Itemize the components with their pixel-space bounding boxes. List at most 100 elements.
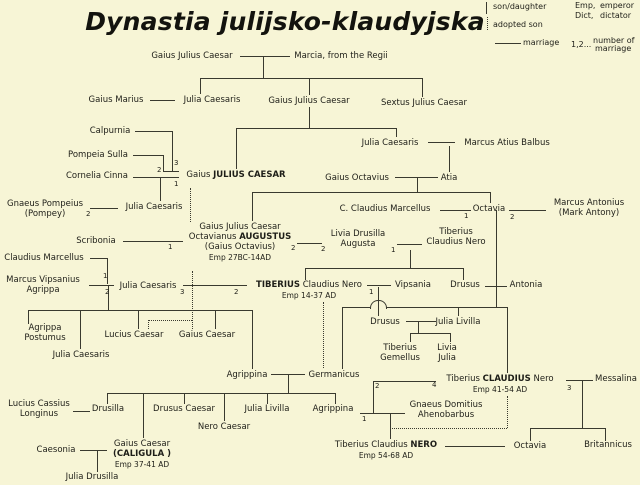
emperor-caption: Emp 14-37 AD [281,291,337,300]
person-name-line: Livia Drusilla [330,229,386,239]
connector-line [240,56,290,57]
person-caesonia: Caesonia [37,445,76,455]
legend-son-daughter-label: son/daughter [493,2,547,11]
person-name-line: Claudius Marcellus [4,253,84,263]
person-name-line: Agrippina [312,404,354,414]
connector-line [305,268,463,269]
person-name-line: Gaius Octavius [325,173,389,183]
connector-line [89,285,114,286]
person-name-line: Gaius Marius [88,95,144,105]
person-gaius-julius-caesar-i: Gaius Julius Caesar [151,51,232,61]
person-name-line: Julia Drusilla [65,472,119,482]
connector-line [163,155,164,171]
marriage-number: 2 [105,288,110,296]
person-name-line: Octavia [472,204,506,214]
person-name-line: Gaius Julius Caesar [151,51,233,61]
connector-line [200,78,201,94]
person-name-line: Cornelia Cinna [65,171,129,181]
person-sextus-julius-caesar: Sextus Julius Caesar [381,98,467,108]
connector-line [410,333,411,342]
person-atia: Atia [441,173,458,183]
connector-line [566,380,593,381]
legend-dict-word: dictator [600,11,632,20]
person-name-line: (CALIGULA ) [113,449,171,459]
connector-line [135,131,172,132]
adoption-line [148,320,149,329]
connector-line [378,287,379,316]
person-name-line: Gaius Julius Caesar [199,222,281,232]
connector-line [458,307,459,316]
person-name-line: Vipsania [395,280,431,290]
person-julia-caesaris-iv: Julia Caesaris [120,281,177,291]
marriage-number: 1 [168,243,173,251]
connector-line [143,393,144,438]
person-name-line: Messalina [595,374,637,384]
marriage-number: 1 [362,415,367,423]
person-name-line: Gnaeus Pompeius [6,199,84,209]
connector-line [496,210,497,308]
person-drusus-caesar: Drusus Caesar [153,404,215,414]
person-agrippina-elder: Agrippina [227,370,268,380]
connector-line [108,285,109,310]
person-marcus-antonius: Marcus Antonius(Mark Antony) [554,198,624,218]
person-name-line: Postumus [24,333,66,343]
person-name-line: Julia Caesaris [361,138,419,148]
connector-line [530,428,531,441]
person-name-line: C. Claudius Marcellus [339,204,431,214]
connector-line [417,177,418,192]
legend-number-word1: number of [593,36,635,45]
connector-line [463,268,464,280]
person-name-line: Nero Caesar [197,422,251,432]
connector-line [485,286,507,287]
adoption-line [507,396,508,428]
person-gaius-caesar: Gaius Caesar [179,330,235,340]
connector-line [509,210,546,211]
connector-line [183,285,247,286]
person-name-line: Marcus Antonius [553,198,625,208]
person-gaius-marius: Gaius Marius [89,95,144,105]
person-agrippina-younger: Agrippina [313,404,354,414]
marriage-number: 2 [86,210,91,218]
person-name-line: Drusilla [91,404,125,414]
person-name-line: Gnaeus Domitius [409,400,483,410]
person-caligula: Gaius Caesar(CALIGULA )Emp 37-41 AD [113,439,171,469]
connector-line [90,258,107,259]
connector-line [150,100,175,101]
connector-line [28,310,252,311]
person-name-line: Julia Caesaris [119,281,177,291]
person-drusilla: Drusilla [92,404,124,414]
person-name-line: Lucius Cassius [8,399,70,409]
person-name-line: Claudius Nero [426,237,486,247]
connector-line [390,413,391,439]
person-name-line: Scribonia [76,236,116,246]
person-name-line: Longinus [19,409,59,419]
marriage-number: 2 [157,166,162,174]
person-octavia: Octavia [473,204,506,214]
connector-line [80,310,81,349]
connector-line [73,411,90,412]
person-name-line: Gemellus [380,353,420,363]
person-lucius-caesar: Lucius Caesar [104,330,163,340]
person-name-line: Julia Caesaris [125,202,183,212]
person-name-line: Lucius Caesar [104,330,164,340]
connector-line [288,374,289,393]
person-marcus-atius-balbus: Marcus Atius Balbus [464,138,550,148]
connector-line [252,310,253,369]
person-name-line: Agrippa [28,323,62,333]
connector-line [252,192,253,221]
person-name-line: Gaius JULIUS CAESAR [186,170,286,180]
connector-line [123,241,183,242]
person-vipsania: Vipsania [395,280,431,290]
person-name-line: Pompeia Sulla [68,150,128,160]
connector-line [107,393,108,404]
person-julia-livilla-ii: Julia Livilla [245,404,290,414]
connector-line [428,142,455,143]
person-name-line: Atia [440,173,458,183]
connector-line [486,2,487,14]
person-name-line: Octavianus AUGUSTUS [188,232,292,242]
legend-number-abbr: 1,2... [571,40,592,49]
